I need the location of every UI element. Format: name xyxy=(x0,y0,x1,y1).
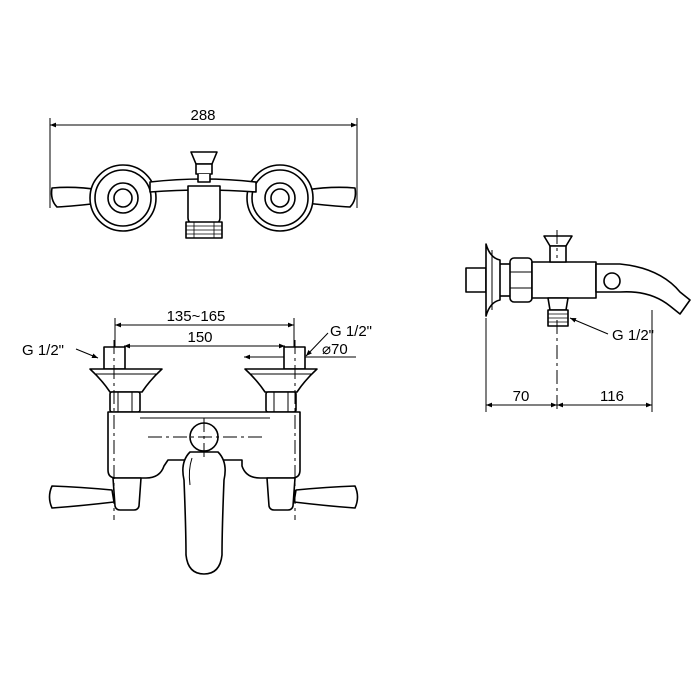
front-view: 135~165 150 G 1/2" G 1/2" ⌀70 xyxy=(22,308,372,575)
depth-to-axis-label: 70 xyxy=(513,388,530,405)
left-thread-label: G 1/2" xyxy=(22,342,64,359)
spout-reach-label: 116 xyxy=(600,388,624,405)
adjust-range-label: 135~165 xyxy=(167,308,226,325)
flange-diameter-label: ⌀70 xyxy=(322,341,348,358)
top-view: 288 xyxy=(49,107,358,239)
side-view: G 1/2" 70 116 xyxy=(465,230,691,412)
overall-width-label: 288 xyxy=(190,107,215,124)
right-thread-label: G 1/2" xyxy=(330,323,372,340)
center-distance-label: 150 xyxy=(187,329,212,346)
outlet-thread-label: G 1/2" xyxy=(612,327,654,344)
